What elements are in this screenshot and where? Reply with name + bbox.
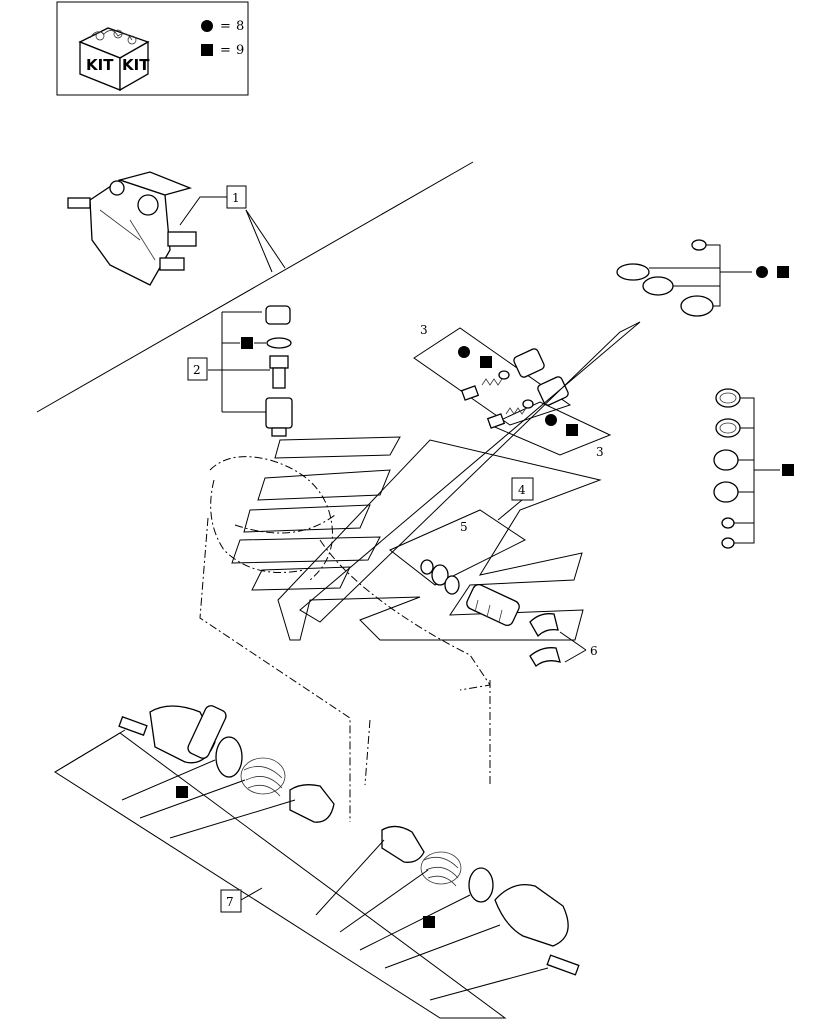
- circle-symbol-icon: [201, 20, 213, 32]
- square-symbol-icon: [201, 44, 213, 56]
- kit-square-marker-icon: [423, 916, 435, 928]
- callout-label-5: 5: [460, 520, 468, 534]
- callout-label-2: 2: [193, 363, 201, 377]
- legend-square-value: 9: [236, 43, 244, 58]
- callout-label-4: 4: [518, 483, 526, 497]
- legend-circle-equals: =: [220, 19, 231, 34]
- legend-circle-value: 8: [236, 19, 244, 34]
- kit-square-marker-icon: [777, 266, 789, 278]
- check-valve-parts: [413, 327, 612, 456]
- kit-square-marker-icon: [241, 337, 253, 349]
- kit-circle-marker-icon: [545, 414, 557, 426]
- kit-label-left: KIT: [86, 56, 114, 74]
- kit-legend: KIT KIT = 8 = 9: [56, 1, 249, 96]
- spool-and-seals: [389, 509, 561, 667]
- legend-square-equals: =: [220, 43, 231, 58]
- callout-label-3a: 3: [420, 323, 428, 337]
- kit-label-right: KIT: [122, 56, 150, 74]
- kit-box-icon: KIT KIT: [78, 27, 150, 92]
- kit-circle-marker-icon: [756, 266, 768, 278]
- callout-label-6: 6: [590, 644, 598, 658]
- kit-square-marker-icon: [566, 424, 578, 436]
- callout-label-7: 7: [226, 895, 234, 909]
- kit-square-marker-icon: [176, 786, 188, 798]
- callout-box-2: [187, 357, 208, 381]
- seal-kit-right: [713, 388, 780, 549]
- callout-label-1: 1: [232, 191, 240, 205]
- spring-cap-assembly: [54, 705, 580, 1019]
- kit-square-marker-icon: [480, 356, 492, 368]
- kit-square-marker-icon: [782, 464, 794, 476]
- callout-box-4: [511, 477, 534, 501]
- section-divider-line: [36, 161, 474, 413]
- plug-stack-parts: [265, 305, 293, 437]
- seal-kit-top-right: [616, 239, 752, 317]
- callout-label-3b: 3: [596, 445, 604, 459]
- kit-circle-marker-icon: [458, 346, 470, 358]
- valve-section-assembly: [67, 171, 197, 286]
- callout-box-7: [220, 889, 242, 913]
